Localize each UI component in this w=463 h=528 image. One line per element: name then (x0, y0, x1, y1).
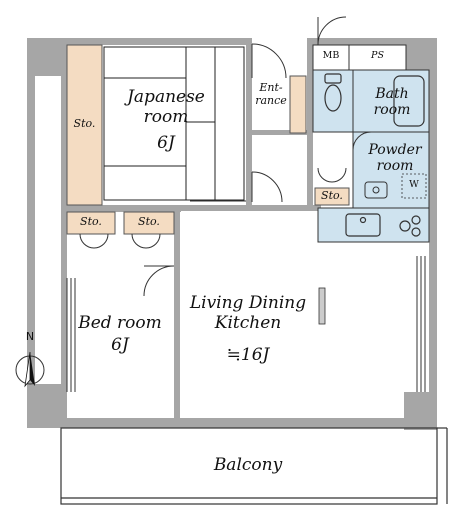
bedroom-size: 6J (111, 335, 129, 355)
counter-mark (318, 287, 326, 325)
bedroom-label: Bed room (78, 313, 162, 333)
north-arrow-icon (15, 351, 45, 388)
entrance-label: Ent- rance (255, 81, 287, 107)
washer-label: W (409, 179, 419, 190)
north-label: N (25, 330, 35, 343)
japanese-room-size: 6J (157, 133, 175, 153)
storage-bed-left-label: Sto. (80, 215, 102, 228)
mb-label: MB (322, 50, 340, 61)
ps-label: PS (371, 50, 384, 61)
storage-hall (314, 187, 350, 206)
japanese-room-label: Japanese room (127, 87, 205, 127)
storage-bed-right (123, 211, 175, 235)
storage-japanese-label: Sto. (73, 117, 96, 130)
storage-hall-label: Sto. (321, 189, 343, 202)
washbasin-icon (364, 181, 388, 199)
powder-room-label: Powder room (368, 142, 422, 175)
doors (79, 16, 372, 297)
walls (27, 38, 437, 430)
windows (66, 200, 426, 392)
storage-japanese (66, 44, 103, 206)
storage-bed-left (66, 211, 116, 235)
living-size: ≒16J (226, 345, 270, 365)
tatami-lines (103, 46, 245, 201)
toilet-icon (324, 73, 342, 112)
washer-space-icon (401, 173, 427, 199)
stove-icon (399, 215, 421, 237)
bathtub-icon (393, 75, 425, 127)
balcony-outline (60, 427, 448, 505)
storage-bed-right-label: Sto. (138, 215, 160, 228)
bathroom-label: Bath room (373, 86, 411, 119)
balcony-label: Balcony (213, 455, 283, 475)
kitchen-sink-icon (345, 213, 381, 237)
entrance-shoe-storage (289, 75, 307, 134)
living-label: Living Dining Kitchen (189, 293, 307, 333)
north-compass: N (12, 330, 48, 392)
